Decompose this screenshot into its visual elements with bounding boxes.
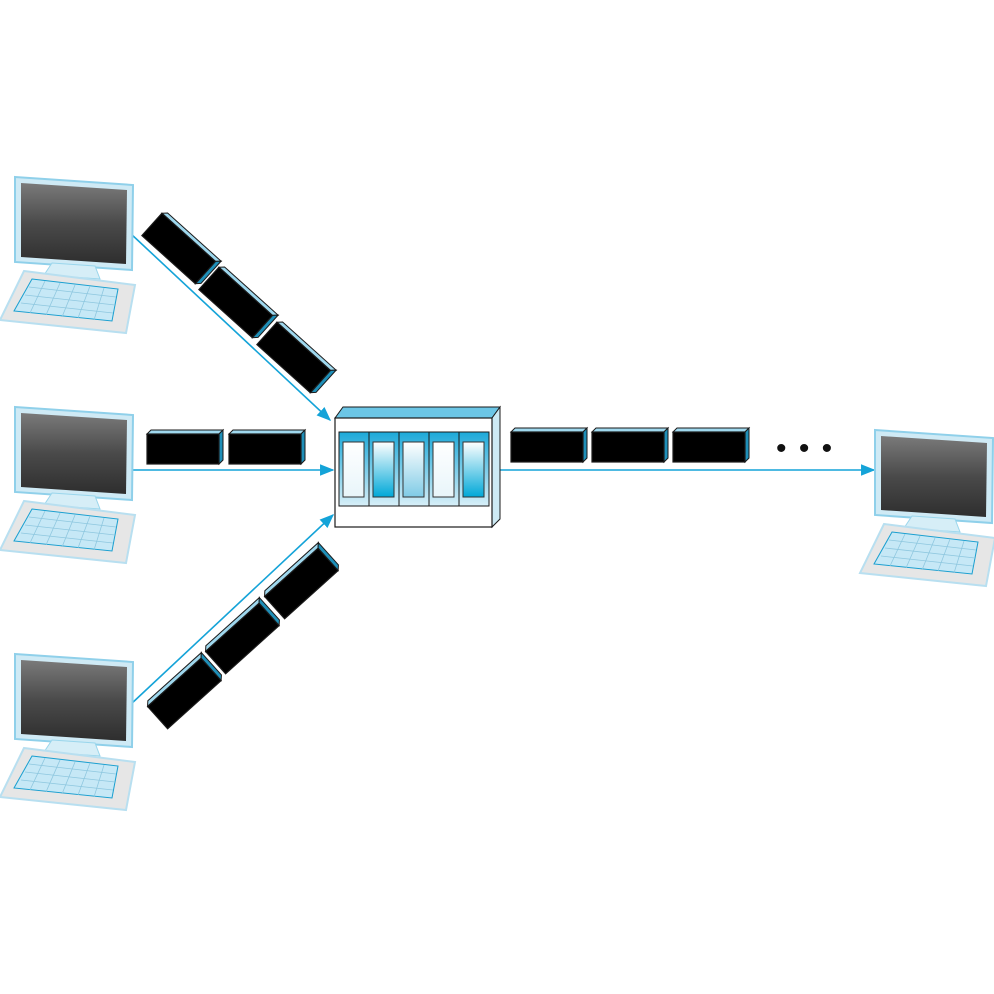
buffer-slot-1 xyxy=(342,441,365,498)
buffer-slot-2 xyxy=(372,441,395,498)
packet-output-1 xyxy=(510,427,588,463)
buffer-slot-3 xyxy=(402,441,425,498)
packet-output-2 xyxy=(591,427,669,463)
packet-host-a-1 xyxy=(141,209,222,287)
packet-host-a-2 xyxy=(198,263,279,341)
packet-host-c-2 xyxy=(202,597,283,675)
buffer-slot-4 xyxy=(432,441,455,498)
packet-host-b-2 xyxy=(228,429,306,465)
link-host-c-to-switch xyxy=(129,514,335,706)
continuation-ellipsis: • • • xyxy=(776,432,834,465)
packet-output-3 xyxy=(672,427,750,463)
computer-host-a xyxy=(0,176,136,334)
packet-host-a-3 xyxy=(256,318,337,396)
packet-switch xyxy=(334,405,501,529)
packet-host-c-3 xyxy=(261,542,342,620)
packet-host-c-1 xyxy=(144,652,225,730)
computer-host-c xyxy=(0,653,136,811)
computer-host-b xyxy=(0,406,136,564)
buffer-slot-5 xyxy=(462,441,485,498)
switch-buffer xyxy=(338,431,490,507)
computer-receiver xyxy=(859,429,994,587)
link-host-a-to-switch xyxy=(129,232,332,421)
packet-host-b-1 xyxy=(146,429,224,465)
